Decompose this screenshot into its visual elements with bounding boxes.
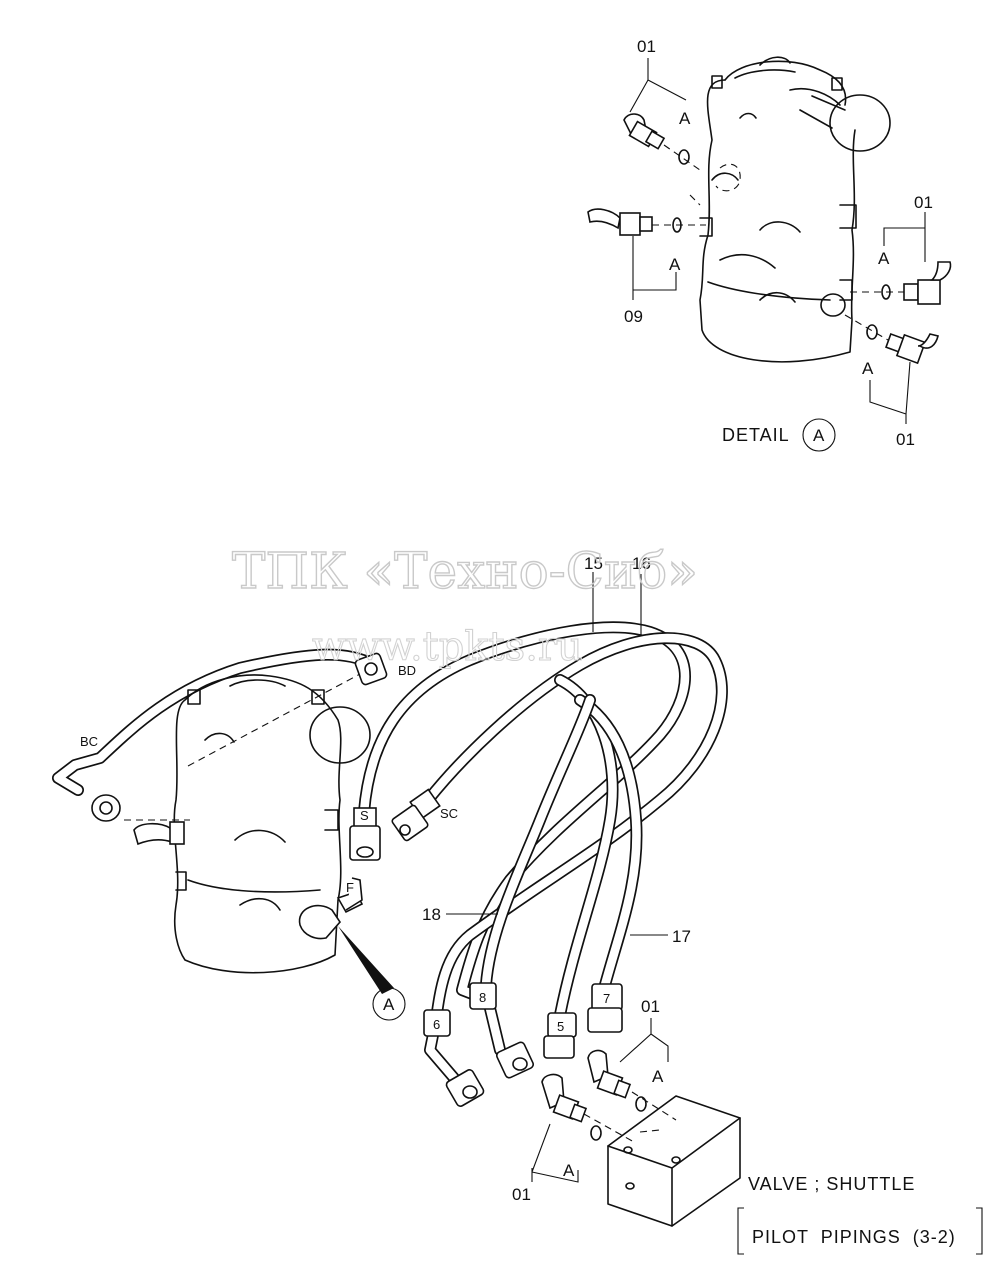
detail-callout-01-top: 01 <box>637 37 656 56</box>
hose-15 <box>358 621 691 1056</box>
detail-fitting-right-upper <box>850 261 952 305</box>
callout-18: 18 <box>422 905 441 924</box>
caption: VALVE ; SHUTTLE PILOT PIPINGS (3-2) <box>737 1174 983 1255</box>
shuttle-valve-block <box>583 1091 741 1227</box>
elbow-fitting-lower <box>541 1073 588 1123</box>
detail-callout-09: 09 <box>624 307 643 326</box>
watermark-line-2: www.tpkts.ru <box>312 624 583 670</box>
hose-bd <box>52 648 378 796</box>
oring-label-lower: A <box>563 1161 575 1180</box>
main-detail-marker-letter: A <box>383 995 395 1014</box>
detail-a-drawing: 01 01 09 01 A A A A DETAIL A <box>587 37 952 452</box>
detail-swivel-joint <box>689 56 891 363</box>
leader-01-upper <box>619 1018 669 1063</box>
detail-marker-circle <box>802 418 836 452</box>
caption-line-1: VALVE ; SHUTTLE <box>748 1174 915 1194</box>
port-label-s: S <box>360 808 369 823</box>
main-assembly: A 6 8 5 7 <box>52 554 741 1227</box>
hose-end-6: 6 <box>423 1009 485 1107</box>
fitting-sc <box>391 788 441 842</box>
leader-01-lower <box>531 1123 579 1183</box>
fitting-left-port <box>133 821 185 846</box>
detail-callout-01-right-lower: 01 <box>896 430 915 449</box>
hose-end-5: 5 <box>543 1012 577 1059</box>
callout-01-lower: 01 <box>512 1185 531 1204</box>
detail-leader-01-top <box>629 58 687 113</box>
port-label-f: F <box>346 880 354 895</box>
detail-leader-01-right-upper <box>883 212 926 262</box>
hose-17b <box>574 694 643 991</box>
detail-oring-label-3: A <box>878 249 890 268</box>
port-label-bc: BC <box>80 734 98 749</box>
elbow-bc-end <box>91 794 121 822</box>
fitting-f <box>298 877 364 940</box>
hose-end-8: 8 <box>469 982 534 1079</box>
detail-fitting-left <box>587 208 706 236</box>
oring-upper <box>635 1096 647 1112</box>
oring-lower <box>590 1125 602 1141</box>
detail-fitting-right-lower <box>844 314 939 365</box>
caption-bracket-left <box>737 1207 744 1255</box>
hose-18 <box>480 694 596 991</box>
port-label-sc: SC <box>440 806 458 821</box>
detail-leader-09 <box>632 236 677 300</box>
detail-elbow-fitting-top-left <box>623 113 701 171</box>
detail-callout-01-right-upper: 01 <box>914 193 933 212</box>
detail-oring-label-2: A <box>669 255 681 274</box>
caption-line-2: PILOT PIPINGS (3-2) <box>752 1227 956 1247</box>
port-label-bd: BD <box>398 663 416 678</box>
detail-title: DETAIL <box>722 425 790 445</box>
hose-tag-6: 6 <box>433 1017 440 1032</box>
hose-tag-5: 5 <box>557 1019 564 1034</box>
detail-oring-label-4: A <box>862 359 874 378</box>
hose-16 <box>422 632 728 1091</box>
hose-end-7: 7 <box>587 983 623 1033</box>
elbow-fitting-upper <box>587 1049 632 1099</box>
hose-tag-7: 7 <box>603 991 610 1006</box>
callout-17: 17 <box>672 927 691 946</box>
watermark-line-1: ТПК «Техно-Сиб» <box>232 542 698 600</box>
callout-16: 16 <box>632 554 651 573</box>
callout-15: 15 <box>584 554 603 573</box>
watermark: ТПК «Техно-Сиб» www.tpkts.ru <box>231 541 698 670</box>
detail-leader-01-right-lower <box>869 361 911 424</box>
fitting-s <box>349 807 381 861</box>
detail-oring-label-1: A <box>679 109 691 128</box>
callout-01-upper: 01 <box>641 997 660 1016</box>
oring-label-upper: A <box>652 1067 664 1086</box>
fitting-bd <box>354 652 388 686</box>
hose-tag-8: 8 <box>479 990 486 1005</box>
caption-bracket-right <box>976 1207 983 1255</box>
detail-marker-letter: A <box>813 426 825 445</box>
detail-a-pointer: A <box>338 926 406 1021</box>
